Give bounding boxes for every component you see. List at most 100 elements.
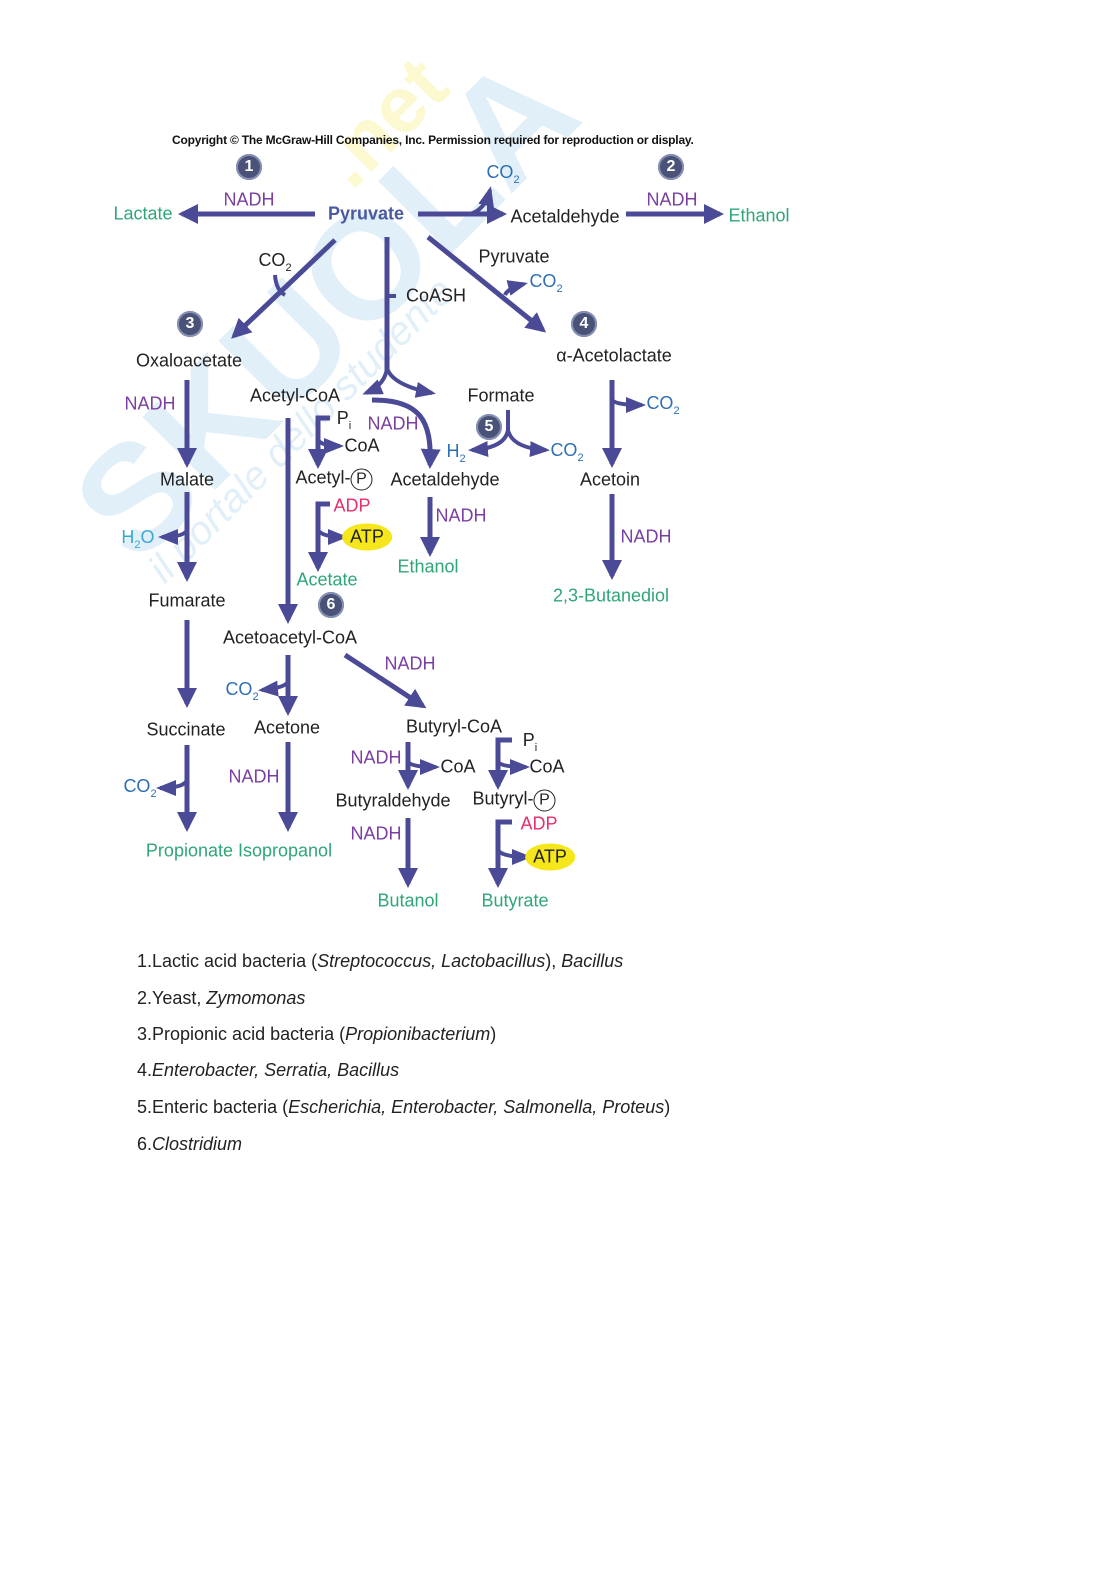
- arrow-acetylcoa-acetylp: [308, 415, 330, 469]
- legend-text: 1.: [137, 951, 153, 971]
- branch-pyruvate-formate: [385, 367, 436, 398]
- pathway-badge-4: 4: [571, 311, 597, 337]
- legend-item: 3.Propionic acid bacteria (Propionibacte…: [137, 1024, 496, 1045]
- nadh-label: NADH: [367, 413, 419, 434]
- adp-label: ADP: [333, 495, 371, 516]
- legend-text: Propionic acid bacteria (: [152, 1024, 346, 1044]
- legend-text: ),: [545, 951, 562, 971]
- pathway-badge-5: 5: [476, 414, 502, 440]
- branch-coa-butyrylp: [496, 758, 530, 775]
- nadh-label: NADH: [646, 189, 698, 210]
- nadh-label: NADH: [223, 189, 275, 210]
- branch-co2-acetoin: [610, 396, 646, 413]
- oxaloacetate-label: Oxaloacetate: [135, 350, 243, 371]
- butanol-label: Butanol: [377, 890, 439, 911]
- arrow-acetylp-acetate: [308, 501, 330, 572]
- co2-label: CO2: [646, 393, 680, 417]
- legend-text: Bacillus: [561, 951, 624, 971]
- phosphate-circle-icon: P: [533, 789, 556, 812]
- nadh-label: NADH: [435, 505, 487, 526]
- acetoin-label: Acetoin: [579, 469, 641, 490]
- branch-formate-co2: [506, 429, 550, 458]
- legend-text: Lactic acid bacteria (: [152, 951, 318, 971]
- co2-label: CO2: [258, 250, 292, 274]
- atp-badge: ATP: [525, 843, 575, 871]
- legend-text: Yeast,: [152, 988, 207, 1008]
- legend-text: Streptococcus, Lactobacillus: [317, 951, 546, 971]
- legend-text: ): [664, 1097, 671, 1117]
- acetoacetyl-coa-label: Acetoacetyl-CoA: [222, 627, 358, 648]
- coash-label: CoASH: [405, 285, 467, 306]
- adp-label: ADP: [520, 813, 558, 834]
- coa-label: CoA: [529, 756, 565, 777]
- co2-label: CO2: [225, 679, 259, 703]
- pathway-badge-3: 3: [177, 311, 203, 337]
- pathway-badge-6: 6: [318, 592, 344, 618]
- butanediol-label: 2,3-Butanediol: [552, 585, 670, 606]
- acetaldehyde-label: Acetaldehyde: [390, 469, 500, 490]
- acetone-label: Acetone: [253, 717, 321, 738]
- legend-text: 6.: [137, 1134, 153, 1154]
- branch-coa-1: [316, 437, 344, 454]
- nadh-label: NADH: [350, 747, 402, 768]
- branch-co2-acetolactate: [503, 280, 528, 296]
- legend-text: Escherichia, Enterobacter, Salmonella, P…: [288, 1097, 665, 1117]
- legend-text: Clostridium: [152, 1134, 243, 1154]
- malate-label: Malate: [159, 469, 215, 490]
- branch-pyruvate-acetylcoa: [362, 367, 389, 395]
- acetolactate-label: α-Acetolactate: [556, 345, 672, 366]
- ethanol-label: Ethanol: [397, 556, 459, 577]
- arrow-pyruvate-oxaloacetate: [231, 238, 337, 339]
- succinate-label: Succinate: [146, 719, 226, 740]
- legend-text: 4.: [137, 1060, 153, 1080]
- legend-item: 4.Enterobacter, Serratia, Bacillus: [137, 1060, 399, 1081]
- pathway-badge-1: 1: [236, 154, 262, 180]
- coa-label: CoA: [344, 435, 380, 456]
- copyright-notice: Copyright © The McGraw-Hill Companies, I…: [172, 133, 694, 147]
- co2-label: CO2: [550, 440, 584, 464]
- pyruvate-label: Pyruvate: [327, 203, 405, 224]
- legend-item: 2.Yeast, Zymomonas: [137, 988, 305, 1009]
- legend-text: 3.: [137, 1024, 153, 1044]
- nadh-label: NADH: [228, 766, 280, 787]
- legend-text: Propionibacterium: [345, 1024, 491, 1044]
- arrow-acetoacetylcoa-butyrylcoa: [343, 652, 427, 709]
- branch-co2-acetaldehyde: [469, 186, 494, 216]
- legend-text: Enterobacter, Serratia, Bacillus: [152, 1060, 400, 1080]
- nadh-label: NADH: [124, 393, 176, 414]
- legend-text: Zymomonas: [206, 988, 306, 1008]
- fumarate-label: Fumarate: [148, 590, 226, 611]
- ethanol-label: Ethanol: [728, 205, 790, 226]
- legend-item: 5.Enteric bacteria (Escherichia, Enterob…: [137, 1097, 670, 1118]
- acetate-label: Acetate: [296, 569, 358, 590]
- co2-label: CO2: [529, 271, 563, 295]
- acetaldehyde-label: Acetaldehyde: [510, 206, 620, 227]
- butyraldehyde-label: Butyraldehyde: [335, 790, 451, 811]
- h2-label: H2: [446, 441, 466, 465]
- pi-label: Pi: [336, 408, 352, 432]
- pathway-arrows: [156, 186, 724, 888]
- pyruvate-cosubstrate-label: Pyruvate: [478, 246, 550, 267]
- arrow-butyrylcoa-butyrylp: [488, 737, 512, 790]
- branch-atp: [316, 528, 348, 545]
- h2o-label: H2O: [121, 527, 155, 551]
- propionate-isopropanol-label: Propionate Isopropanol: [145, 840, 333, 861]
- legend-text: Enteric bacteria (: [152, 1097, 289, 1117]
- formate-label: Formate: [467, 385, 535, 406]
- pi-label: Pi: [522, 730, 538, 754]
- nadh-label: NADH: [620, 526, 672, 547]
- legend-item: 1.Lactic acid bacteria (Streptococcus, L…: [137, 951, 623, 972]
- nadh-label: NADH: [350, 823, 402, 844]
- butyrate-label: Butyrate: [481, 890, 549, 911]
- branch-co2-acetone: [258, 680, 290, 697]
- acetyl-phosphate-label: Acetyl-P: [295, 468, 373, 491]
- branch-h2o: [158, 528, 189, 545]
- phosphate-circle-icon: P: [350, 468, 373, 491]
- branch-atp-butyrate: [496, 848, 532, 865]
- lactate-label: Lactate: [113, 203, 173, 224]
- legend-text: 2.: [137, 988, 153, 1008]
- arrow-pyruvate-acetolactate: [426, 235, 547, 333]
- legend-text: ): [490, 1024, 497, 1044]
- arrow-acetylcoa-acetaldehyde: [371, 397, 441, 469]
- atp-badge: ATP: [342, 523, 392, 551]
